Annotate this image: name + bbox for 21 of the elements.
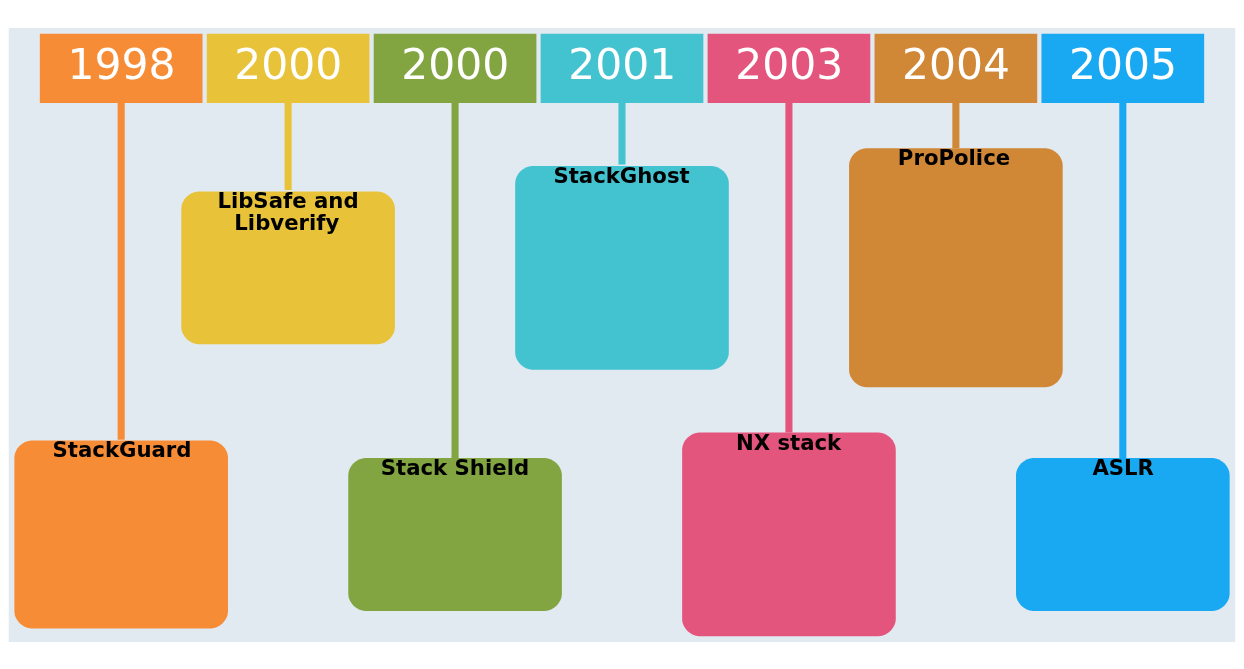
node-box: 2001	[540, 33, 704, 103]
node-box: StackGuard	[14, 439, 228, 629]
node-box: 2000	[373, 33, 537, 103]
node-box: 2003	[707, 33, 871, 103]
connector	[117, 101, 125, 440]
node-box: 2005	[1041, 33, 1205, 103]
connector	[952, 102, 960, 148]
node-box: 2004	[874, 33, 1038, 103]
node-box: ProPolice	[849, 147, 1063, 387]
connector	[785, 101, 793, 433]
node-box: ASLR	[1016, 457, 1230, 611]
node-box: 1998	[39, 33, 203, 103]
node-box: LibSafe and Libverify	[181, 190, 395, 344]
node-box: Stack Shield	[348, 457, 562, 611]
node-box: NX stack	[682, 432, 896, 636]
node-box: 2000	[206, 33, 370, 103]
connector	[284, 102, 292, 190]
node-box: StackGhost	[515, 165, 729, 370]
connector	[1119, 101, 1127, 458]
connector	[451, 101, 459, 458]
connector	[618, 102, 626, 164]
